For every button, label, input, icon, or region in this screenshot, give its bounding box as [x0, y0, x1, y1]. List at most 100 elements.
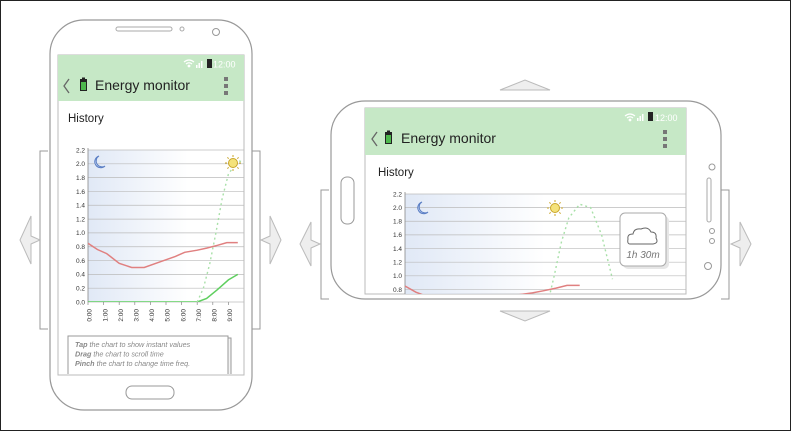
hint-text: the chart to scroll time	[91, 350, 163, 359]
landscape-phone: 12:00 Energy monitor History 0.00.20.40.…	[299, 79, 752, 348]
x-tick-label: 2:00	[118, 309, 125, 322]
landscape-home-button[interactable]	[340, 176, 355, 225]
portrait-sensor	[179, 26, 185, 32]
series-forecast	[549, 203, 614, 294]
app-title: Energy monitor	[95, 77, 190, 93]
portrait-app-bar	[58, 71, 244, 101]
y-tick-label: 1.6	[393, 232, 402, 239]
y-tick-label: 1.2	[76, 216, 85, 223]
y-tick-label: 1.8	[76, 175, 85, 182]
hint-box	[67, 335, 229, 374]
hint-action: Pinch	[75, 359, 95, 368]
landscape-rotate-left-arrow-icon[interactable]	[299, 221, 322, 267]
section-title: History	[378, 167, 414, 179]
hint-text: the chart to show instant values	[88, 340, 191, 349]
x-tick-label: 5:00	[165, 309, 172, 322]
night-band	[405, 194, 545, 294]
status-time: 12:00	[213, 60, 236, 70]
hint-line: Pinch the chart to change time freq.	[75, 359, 190, 368]
tooltip-duration: 1h 30m	[626, 250, 659, 261]
x-tick-label: 4:00	[149, 309, 156, 322]
back-chevron-left-icon[interactable]	[63, 78, 70, 94]
y-tick-label: 0.4	[393, 314, 402, 321]
status-battery-icon	[207, 59, 212, 68]
landscape-series[interactable]	[405, 203, 614, 344]
y-tick-label: 1.4	[393, 246, 402, 253]
rotate-down-arrow-icon[interactable]	[499, 310, 551, 322]
y-tick-label: 1.4	[76, 203, 85, 210]
hint-line: Tap the chart to show instant values	[75, 340, 191, 349]
landscape-sensor-3	[709, 238, 715, 244]
series-production	[405, 317, 580, 344]
landscape-sensor	[708, 163, 716, 171]
x-tick-label: 6:00	[180, 309, 187, 322]
battery-icon	[385, 130, 392, 144]
app-title: Energy monitor	[401, 130, 496, 146]
overflow-menu-icon[interactable]	[224, 77, 228, 95]
portrait-camera	[212, 28, 220, 36]
landscape-speaker	[706, 177, 712, 223]
x-tick-label: 9:00	[227, 309, 234, 322]
overflow-menu-icon[interactable]	[663, 130, 667, 148]
hint-action: Drag	[75, 350, 92, 359]
x-tick-label: 7:00	[196, 309, 203, 322]
rotate-up-arrow-icon[interactable]	[499, 79, 551, 91]
x-tick-label: 0:00	[87, 309, 94, 322]
series-consumption	[88, 241, 238, 269]
y-tick-label: 0.8	[393, 287, 402, 294]
y-tick-label: 2.0	[393, 205, 402, 212]
portrait-phone: 12:00 Energy monitor History 0.00.20.40.…	[19, 19, 282, 411]
hint-line: Drag the chart to scroll time	[75, 350, 164, 359]
landscape-status-bar	[365, 108, 686, 125]
y-tick-label: 1.8	[393, 219, 402, 226]
y-tick-label: 0.0	[393, 341, 402, 348]
section-title: History	[68, 113, 104, 125]
y-tick-label: 0.6	[393, 300, 402, 307]
series-production	[88, 273, 239, 302]
hint-lines: Tap the chart to show instant valuesDrag…	[75, 340, 191, 368]
landscape-camera	[704, 262, 712, 270]
y-tick-label: 0.8	[76, 244, 85, 251]
weather-tooltip[interactable]: 1h 30m	[619, 212, 669, 269]
rotate-left-arrow-icon[interactable]	[19, 215, 42, 265]
landscape-app-bar	[365, 125, 686, 155]
y-tick-label: 0.6	[76, 258, 85, 265]
portrait-series[interactable]	[88, 159, 266, 302]
signal-icon	[637, 114, 644, 121]
moon-icon	[417, 201, 429, 215]
signal-icon	[196, 61, 203, 68]
y-tick-label: 2.2	[76, 147, 85, 154]
sun-icon	[547, 200, 563, 216]
y-tick-label: 0.2	[393, 328, 402, 335]
portrait-speaker	[115, 26, 173, 32]
y-tick-label: 2.0	[76, 161, 85, 168]
status-time: 12:00	[655, 113, 678, 123]
y-tick-label: 0.2	[76, 285, 85, 292]
y-tick-label: 1.0	[393, 273, 402, 280]
y-tick-label: 2.2	[393, 191, 402, 198]
hint-text: the chart to change time freq.	[95, 359, 191, 368]
landscape-right-bracket	[721, 189, 730, 300]
y-tick-label: 1.6	[76, 189, 85, 196]
cloud-icon	[627, 227, 658, 245]
wifi-icon	[624, 113, 636, 122]
sun-icon	[225, 155, 241, 171]
y-tick-label: 1.0	[76, 230, 85, 237]
x-tick-label: 1:00	[102, 309, 109, 322]
landscape-rotate-right-arrow-icon[interactable]	[729, 221, 752, 267]
landscape-y-ticks: 0.0 0.2 0.4 0.6 0.8 1.0 1.2 1.4 1.6 1.8 2.0 2.2	[393, 191, 402, 348]
landscape-sensor-2	[709, 228, 715, 234]
portrait-y-ticks: 0.0 0.2 0.4 0.6 0.8 1.0 1.2 1.4 1.6 1.8 2.0 2.2	[76, 147, 85, 306]
y-tick-label: 1.2	[393, 259, 402, 266]
back-chevron-left-icon[interactable]	[371, 131, 378, 147]
rotate-right-arrow-icon[interactable]	[259, 215, 282, 265]
wifi-icon	[183, 59, 195, 68]
y-tick-label: 0.4	[76, 272, 85, 279]
hint-action: Tap	[75, 340, 88, 349]
right-bracket	[252, 150, 261, 330]
night-band	[88, 150, 188, 302]
y-tick-label: 0.0	[76, 299, 85, 306]
portrait-home-button[interactable]	[125, 385, 175, 400]
